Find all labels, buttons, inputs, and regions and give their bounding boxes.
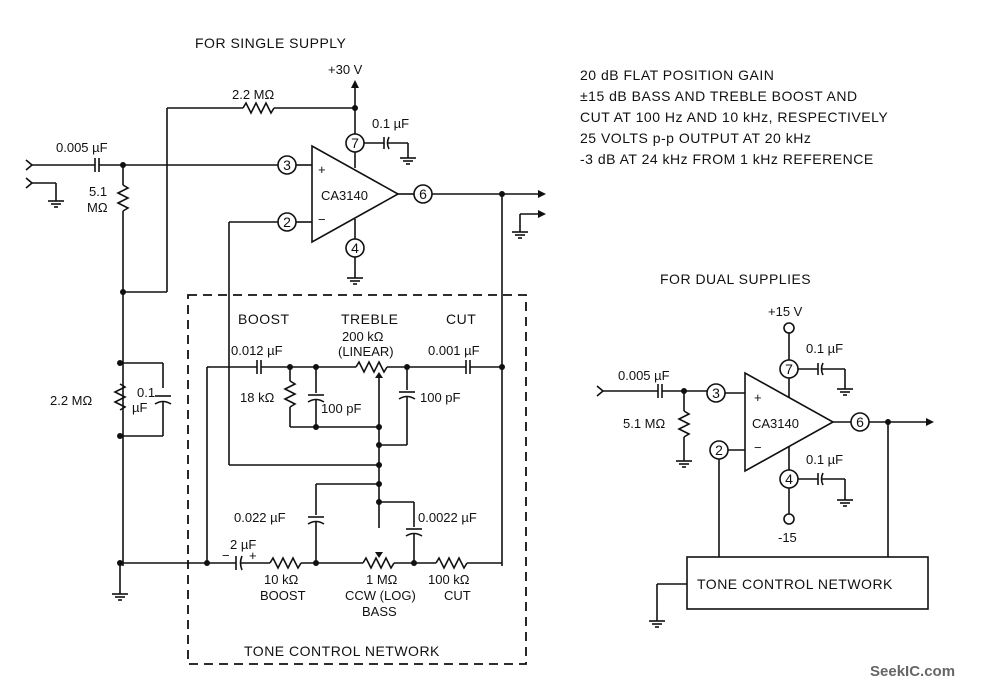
resistor-icon [435, 556, 468, 570]
input-terminal-icon [25, 159, 34, 171]
opamp-ca3140-icon [744, 371, 835, 473]
resistor-icon [269, 556, 302, 570]
input-ground-terminal-icon [25, 177, 34, 189]
label-c-coupling-minus: − [222, 548, 230, 563]
label-supply-30v: +30 V [328, 62, 363, 77]
title-single-supply: FOR SINGLE SUPPLY [195, 35, 347, 51]
label-r-in: 5.1 [89, 184, 107, 199]
label-c-bias-bot: 0.1 [137, 385, 155, 400]
label-dual-vplus: +15 V [768, 304, 803, 319]
label-c-bypass: 0.1 µF [372, 116, 409, 131]
svg-text:4: 4 [351, 240, 359, 256]
label-c-treble-boost: 0.012 µF [231, 343, 283, 358]
ground-icon [346, 271, 364, 285]
supply-terminal-icon [783, 513, 795, 525]
label-r-18k: 18 kΩ [240, 390, 275, 405]
watermark: SeekIC.com [870, 663, 955, 680]
ground-icon [511, 225, 529, 239]
label-cut-heading: CUT [446, 311, 476, 327]
svg-text:4: 4 [785, 471, 793, 487]
label-dual-c-bypass-top: 0.1 µF [806, 341, 843, 356]
spec-line: -3 dB AT 24 kHz FROM 1 kHz REFERENCE [580, 151, 874, 167]
output-arrow-icon [538, 190, 546, 198]
label-dual-c-bypass-bot: 0.1 µF [806, 452, 843, 467]
spec-line: 25 VOLTS p-p OUTPUT AT 20 kHz [580, 130, 811, 146]
label-c-100pf-b: 100 pF [420, 390, 461, 405]
potentiometer-icon [362, 556, 395, 570]
minus-sign: − [318, 212, 326, 227]
supply-arrow-icon [351, 80, 359, 88]
label-pot-bass-type: CCW (LOG) [345, 588, 416, 603]
label-pot-bass-role: BASS [362, 604, 397, 619]
label-network: TONE CONTROL NETWORK [244, 643, 440, 659]
tone-control-network-block [686, 556, 929, 610]
label-r-bias-bot: 2.2 MΩ [50, 393, 93, 408]
ground-icon [836, 493, 854, 507]
label-c-in: 0.005 µF [56, 140, 108, 155]
label-pot-bass: 1 MΩ [366, 572, 398, 587]
label-dual-c-in: 0.005 µF [618, 368, 670, 383]
label-opamp: CA3140 [321, 188, 368, 203]
tone-control-network: BOOST TREBLE CUT 0.012 µF 200 kΩ (LINEAR… [120, 294, 527, 665]
label-r-boost-role: BOOST [260, 588, 306, 603]
svg-text:7: 7 [351, 135, 359, 151]
dual-supply-circuit: 0.005 µF 5.1 MΩ 3 CA3140 + − 2 +15 V 7 0… [596, 304, 934, 628]
spec-list: 20 dB FLAT POSITION GAIN ±15 dB BASS AND… [580, 67, 888, 167]
label-boost-heading: BOOST [238, 311, 290, 327]
svg-text:6: 6 [419, 186, 427, 202]
svg-text:2: 2 [283, 214, 291, 230]
ground-icon [399, 151, 417, 165]
output-arrow-icon [926, 418, 934, 426]
label-c-bias-bot-unit: µF [132, 400, 147, 415]
label-c-treble-cut: 0.001 µF [428, 343, 480, 358]
single-supply-circuit: 0.005 µF 5.1 MΩ 2.2 MΩ +30 V 7 0.1 µF [25, 62, 546, 601]
label-r-boost: 10 kΩ [264, 572, 299, 587]
supply-terminal-icon [783, 322, 795, 334]
label-pot-treble-type: (LINEAR) [338, 344, 394, 359]
label-dual-opamp: CA3140 [752, 416, 799, 431]
minus-sign: − [754, 440, 762, 455]
output-ground-arrow-icon [538, 210, 546, 218]
spec-line: ±15 dB BASS AND TREBLE BOOST AND [580, 88, 858, 104]
label-r-cut-role: CUT [444, 588, 471, 603]
label-treble-heading: TREBLE [341, 311, 398, 327]
spec-line: CUT AT 100 Hz AND 10 kHz, RESPECTIVELY [580, 109, 888, 125]
label-r-cut: 100 kΩ [428, 572, 470, 587]
potentiometer-icon [355, 360, 388, 374]
title-dual-supplies: FOR DUAL SUPPLIES [660, 271, 811, 287]
network-boundary [187, 294, 527, 665]
label-c-coupling-plus: + [249, 548, 257, 563]
svg-text:2: 2 [715, 442, 723, 458]
label-c-coupling: 2 µF [230, 537, 256, 552]
opamp-ca3140-icon [311, 144, 400, 244]
ground-icon [648, 614, 666, 628]
spec-line: 20 dB FLAT POSITION GAIN [580, 67, 774, 83]
svg-text:7: 7 [785, 361, 793, 377]
resistor-icon [116, 184, 130, 212]
ground-icon [675, 454, 693, 468]
label-r-in-unit: MΩ [87, 200, 108, 215]
input-terminal-icon [596, 385, 605, 397]
label-c-bass-cut: 0.0022 µF [418, 510, 477, 525]
label-c-bass-boost: 0.022 µF [234, 510, 286, 525]
label-dual-vminus: -15 [778, 530, 797, 545]
label-c-100pf-a: 100 pF [321, 401, 362, 416]
resistor-icon [113, 383, 127, 411]
label-r-bias-top: 2.2 MΩ [232, 87, 275, 102]
ground-icon [47, 194, 65, 208]
ground-icon [111, 587, 129, 601]
plus-sign: + [318, 162, 326, 177]
resistor-icon [242, 101, 275, 115]
label-pot-treble: 200 kΩ [342, 329, 384, 344]
svg-text:6: 6 [856, 414, 864, 430]
svg-text:3: 3 [283, 157, 291, 173]
label-dual-r-in: 5.1 MΩ [623, 416, 666, 431]
ground-icon [836, 382, 854, 396]
svg-text:3: 3 [712, 385, 720, 401]
resistor-icon [283, 380, 297, 408]
plus-sign: + [754, 390, 762, 405]
label-dual-block: TONE CONTROL NETWORK [697, 576, 893, 592]
resistor-icon [677, 410, 691, 438]
